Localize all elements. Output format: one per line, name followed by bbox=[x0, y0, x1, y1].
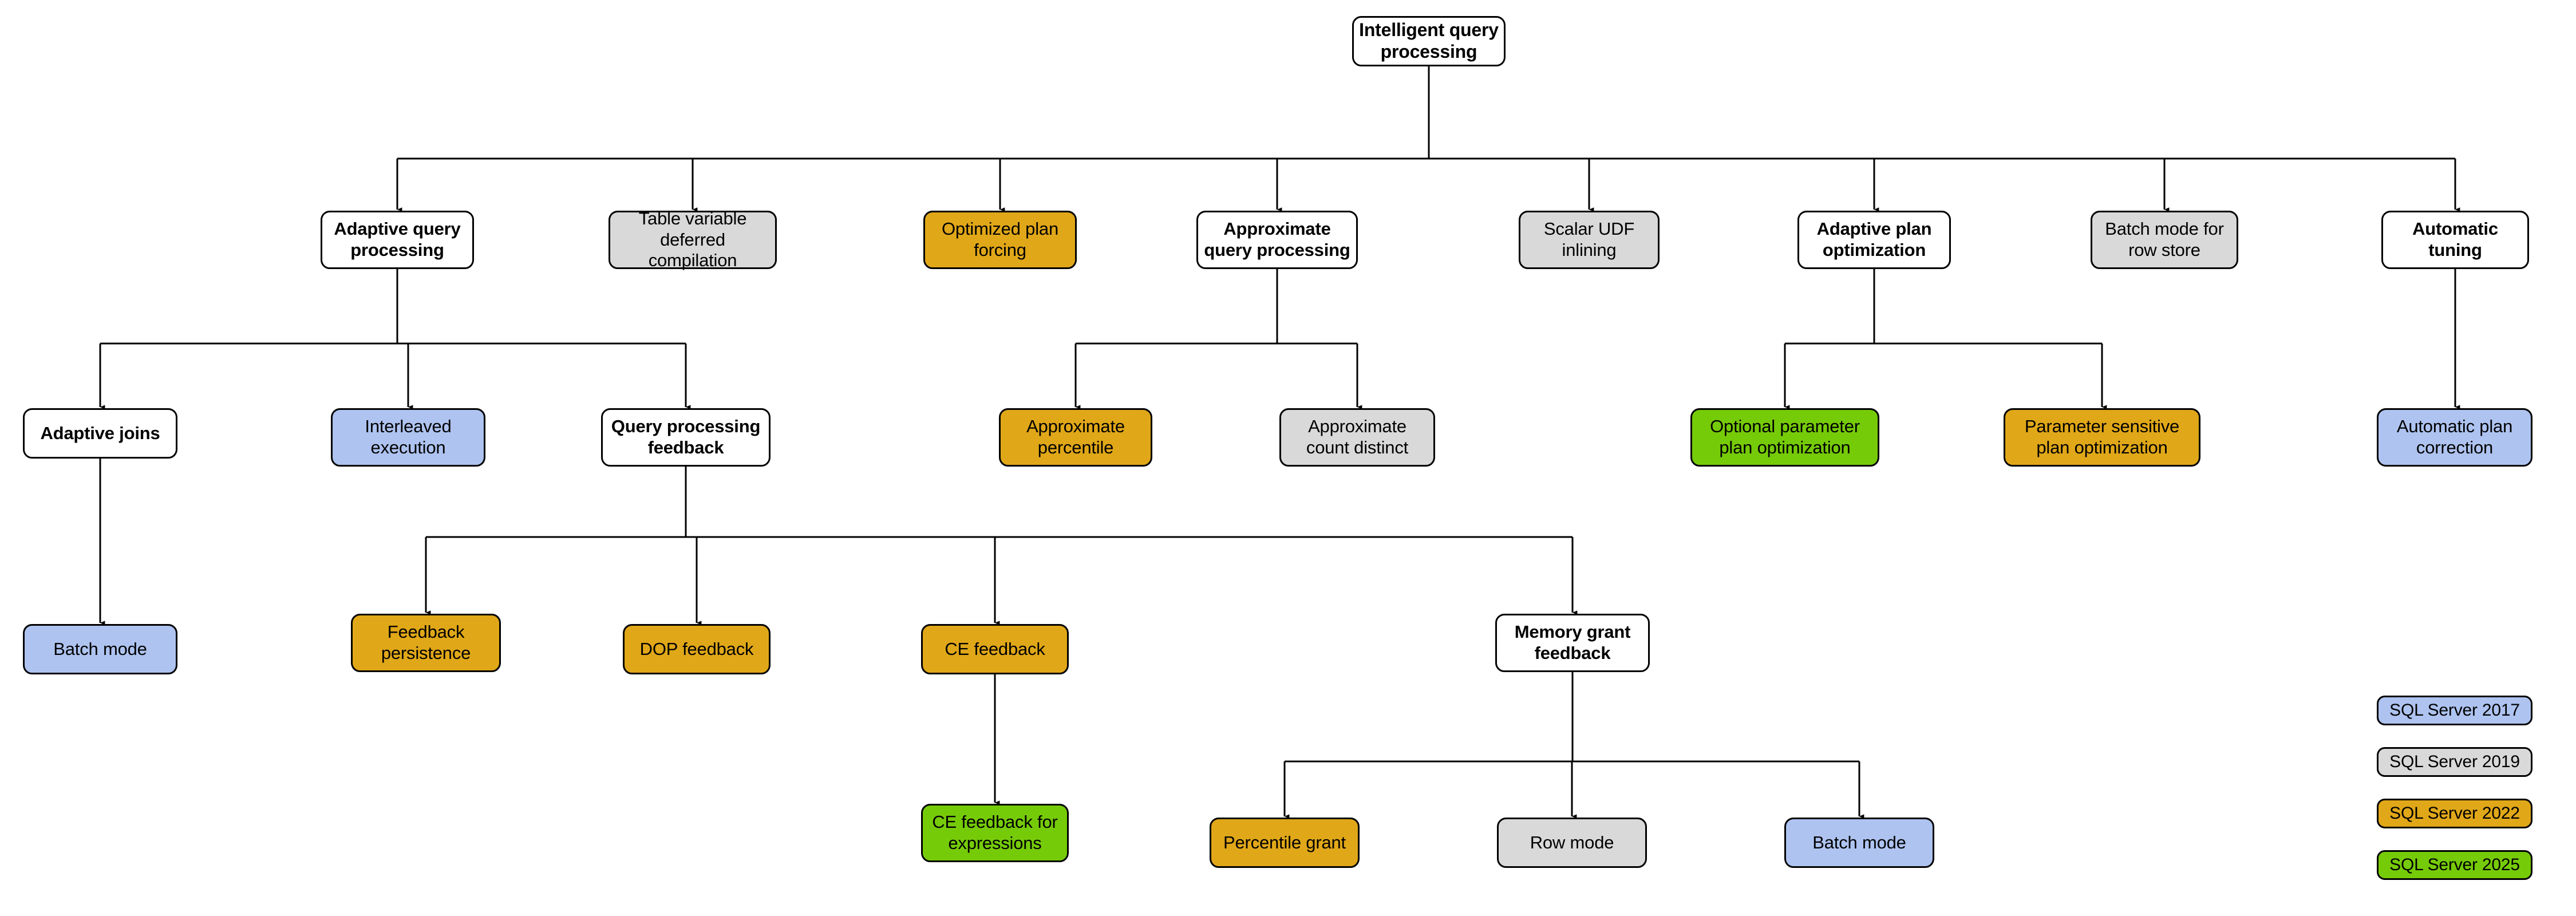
node-pspo[interactable]: Parameter sensitive plan optimization bbox=[2004, 408, 2200, 467]
node-bmrs[interactable]: Batch mode for row store bbox=[2091, 211, 2238, 269]
node-adaptive-qp[interactable]: Adaptive query processing bbox=[321, 211, 474, 269]
node-root[interactable]: Intelligent query processing bbox=[1352, 16, 1506, 66]
node-ce-fb-expr[interactable]: CE feedback for expressions bbox=[921, 804, 1069, 862]
node-ce-feedback[interactable]: CE feedback bbox=[921, 624, 1069, 674]
legend-item-sql-server-2025: SQL Server 2025 bbox=[2377, 850, 2532, 880]
legend-item-sql-server-2022: SQL Server 2022 bbox=[2377, 799, 2532, 828]
node-opf[interactable]: Optimized plan forcing bbox=[923, 211, 1077, 269]
node-adaptive-joins[interactable]: Adaptive joins bbox=[23, 408, 177, 459]
node-interleaved[interactable]: Interleaved execution bbox=[331, 408, 485, 467]
node-scalar-udf[interactable]: Scalar UDF inlining bbox=[1519, 211, 1660, 269]
legend-item-sql-server-2019: SQL Server 2019 bbox=[2377, 747, 2532, 777]
node-dop-feedback[interactable]: DOP feedback bbox=[623, 624, 771, 674]
node-approx-pct[interactable]: Approximate percentile bbox=[999, 408, 1152, 467]
legend-item-sql-server-2017: SQL Server 2017 bbox=[2377, 696, 2532, 725]
node-approx-cd[interactable]: Approximate count distinct bbox=[1279, 408, 1435, 467]
node-auto-tuning[interactable]: Automatic tuning bbox=[2381, 211, 2529, 269]
node-feedback-pers[interactable]: Feedback persistence bbox=[351, 614, 501, 672]
node-batch-mode-aj[interactable]: Batch mode bbox=[23, 624, 177, 674]
node-batch-mode-mgf[interactable]: Batch mode bbox=[1784, 818, 1934, 868]
node-tvdc[interactable]: Table variable deferred compilation bbox=[609, 208, 777, 270]
node-qpf[interactable]: Query processing feedback bbox=[601, 408, 771, 467]
node-mem-grant-fb[interactable]: Memory grant feedback bbox=[1495, 614, 1650, 672]
node-apc[interactable]: Automatic plan correction bbox=[2377, 408, 2532, 467]
node-apo[interactable]: Adaptive plan optimization bbox=[1797, 211, 1951, 269]
node-percentile-grant[interactable]: Percentile grant bbox=[1210, 818, 1360, 868]
node-row-mode[interactable]: Row mode bbox=[1497, 818, 1647, 868]
node-oppo[interactable]: Optional parameter plan optimization bbox=[1690, 408, 1879, 467]
node-aqp[interactable]: Approximate query processing bbox=[1196, 211, 1358, 269]
